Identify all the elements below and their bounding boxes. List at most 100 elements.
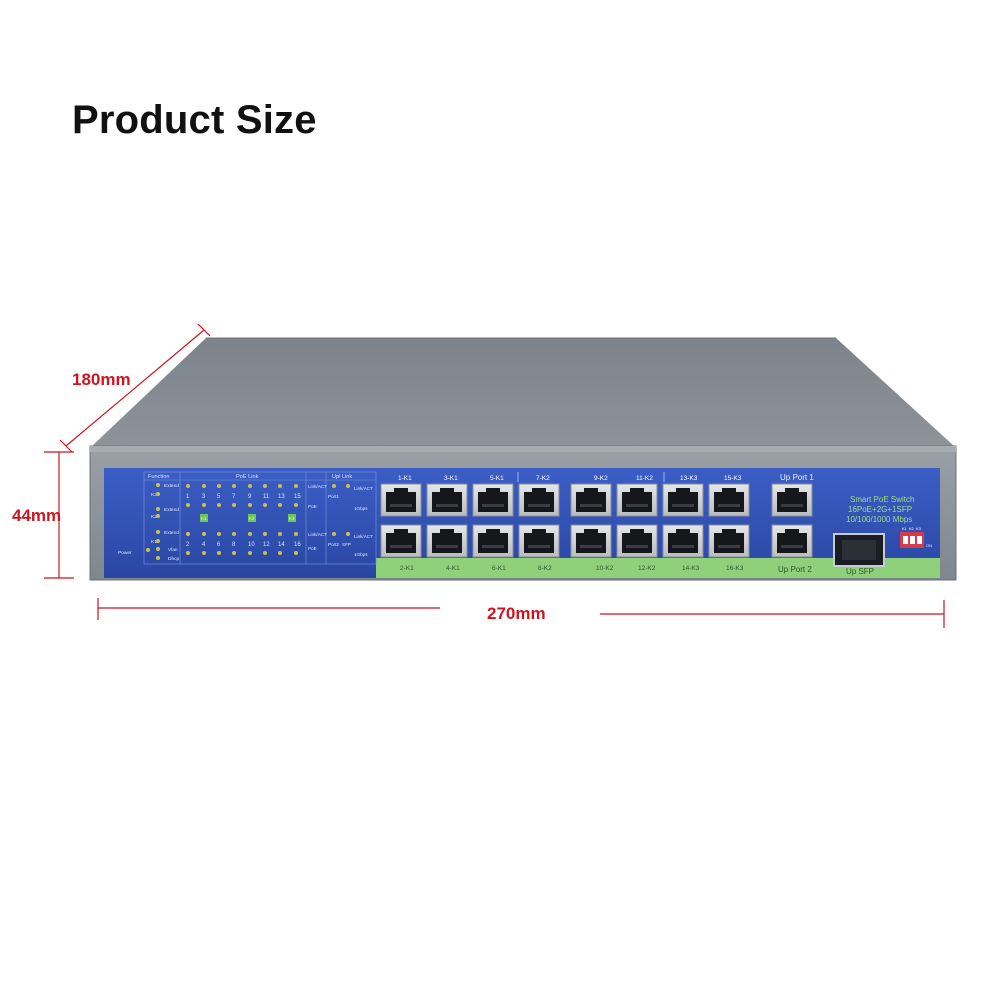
link-led-odd	[186, 503, 190, 507]
led-label: PoE Link	[236, 474, 259, 480]
led-label: 5	[217, 494, 221, 500]
poe-led-even	[278, 532, 282, 536]
k-marker	[288, 514, 296, 522]
brand-line-1: Smart PoE Switch	[850, 495, 914, 504]
rj45-port-bottom	[518, 524, 560, 558]
dip-on-label: ON	[926, 543, 932, 548]
link-led-odd	[217, 503, 221, 507]
rj45-port-top	[662, 483, 704, 517]
function-led	[156, 507, 160, 511]
function-led	[156, 514, 160, 518]
link-led-odd	[278, 503, 282, 507]
rj45-port-bottom	[380, 524, 422, 558]
led-label: 15	[294, 494, 301, 500]
led-label: Port1	[328, 494, 339, 499]
led-label: Link/ACT	[308, 484, 327, 489]
link-led-even	[263, 551, 267, 555]
uplink-port-1	[771, 483, 813, 517]
brand-line-3: 10/100/1000 Mbps	[846, 515, 912, 524]
dip-switch	[900, 532, 924, 548]
poe-led-odd	[278, 484, 282, 488]
link-led-even	[248, 551, 252, 555]
poe-led-odd	[186, 484, 190, 488]
led-label: PoE	[308, 546, 317, 551]
k-marker	[248, 514, 256, 522]
brand-line-2: 16PoE+2G+1SFP	[848, 505, 912, 514]
rj45-port-top	[570, 483, 612, 517]
led-label: Link/ACT	[308, 532, 327, 537]
port-label-top: 7-K2	[536, 475, 550, 482]
poe-led-odd	[232, 484, 236, 488]
link-led-even	[202, 551, 206, 555]
k-marker	[200, 514, 208, 522]
rj45-port-top	[616, 483, 658, 517]
rj45-port-top	[708, 483, 750, 517]
uplink-port-2	[771, 524, 813, 558]
power-led	[146, 548, 150, 552]
led-label: 4	[202, 542, 206, 548]
port-label-top: 9-K2	[594, 475, 608, 482]
link-led-even	[232, 551, 236, 555]
uplink-ports	[771, 483, 813, 558]
port-label-bottom: 16-K3	[726, 565, 744, 572]
poe-led-odd	[202, 484, 206, 488]
uplink-led	[346, 484, 350, 488]
uplink-led	[332, 532, 336, 536]
led-label: 6	[217, 542, 221, 548]
dip-label: K3	[916, 526, 922, 531]
led-label: 1Gbps	[354, 552, 368, 557]
page-title: Product Size	[72, 98, 317, 142]
port-label-top: 1-K1	[398, 475, 412, 482]
led-label: Power	[118, 550, 132, 556]
led-label: Port2	[328, 542, 339, 547]
link-led-even	[294, 551, 298, 555]
led-label: 2	[186, 542, 190, 548]
led-label: K3	[289, 516, 295, 521]
port-label-bottom: 4-K1	[446, 565, 460, 572]
rj45-port-bottom	[708, 524, 750, 558]
led-label: Vlan	[168, 547, 178, 553]
led-label: K1	[151, 539, 157, 545]
poe-led-even	[186, 532, 190, 536]
rj45-ports	[380, 483, 750, 558]
led-label: 11	[263, 494, 270, 500]
link-led-even	[186, 551, 190, 555]
led-label: Function	[148, 474, 169, 480]
rj45-port-top	[472, 483, 514, 517]
led-label: 8	[232, 542, 236, 548]
led-label: SFP	[342, 542, 351, 547]
led-label: Link/ACT	[354, 534, 373, 539]
port-label-top: 15-K3	[724, 475, 742, 482]
led-label: Upl Link	[332, 474, 352, 480]
rj45-port-bottom	[616, 524, 658, 558]
uplink-led	[332, 484, 336, 488]
port-label-bottom: 8-K2	[538, 565, 552, 572]
led-label: Link/ACT	[354, 486, 373, 491]
depth-dimension: 180mm	[72, 370, 131, 389]
led-label: Extend	[164, 530, 179, 536]
led-label: 13	[278, 494, 285, 500]
poe-led-odd	[294, 484, 298, 488]
led-label: 1	[186, 494, 190, 500]
led-label: 9	[248, 494, 252, 500]
poe-led-even	[202, 532, 206, 536]
rj45-port-bottom	[570, 524, 612, 558]
led-label: 1Gbps	[354, 506, 368, 511]
led-label: K2	[249, 516, 255, 521]
link-led-odd	[263, 503, 267, 507]
led-label: K1	[201, 516, 207, 521]
rj45-port-top	[518, 483, 560, 517]
port-label-bottom: 2-K1	[400, 565, 414, 572]
poe-led-even	[217, 532, 221, 536]
led-label: K3	[151, 492, 157, 498]
sfp-label: Up SFP	[846, 567, 874, 576]
function-led	[156, 539, 160, 543]
uplink-label-top: Up Port 1	[780, 473, 814, 482]
rj45-port-bottom	[426, 524, 468, 558]
port-label-top: 5-K1	[490, 475, 504, 482]
dip-label: K1	[902, 526, 908, 531]
dip-label: K2	[909, 526, 915, 531]
poe-led-even	[294, 532, 298, 536]
